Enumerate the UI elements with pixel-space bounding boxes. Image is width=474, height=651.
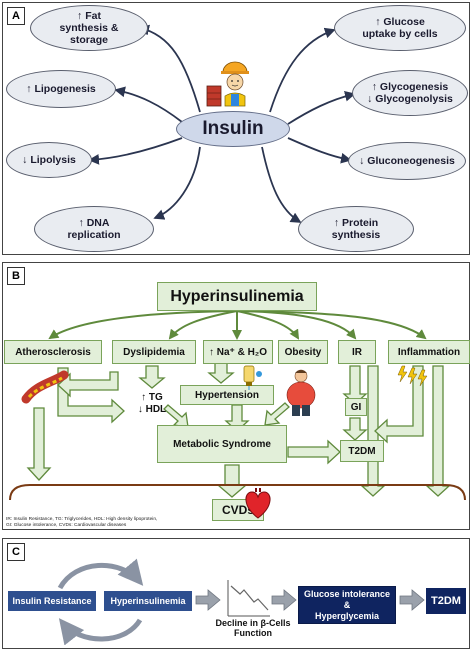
artery-icon — [21, 370, 69, 404]
abbreviations-note: IR: Insulin Resistance, TG: Triglyceride… — [6, 517, 158, 528]
fat-synthesis-node: ↑ Fat synthesis & storage — [30, 5, 148, 51]
inflammation-box: Inflammation — [388, 340, 470, 364]
obesity-box: Obesity — [278, 340, 328, 364]
t2dm-box-b: T2DM — [340, 440, 384, 462]
panel-a-label: A — [7, 7, 25, 25]
obese-man-icon — [286, 369, 316, 416]
gi-box: GI — [345, 398, 367, 416]
declining-chart-icon — [227, 580, 270, 617]
dyslipidemia-box: Dyslipidemia — [112, 340, 196, 364]
protein-synthesis-node: ↑ Protein synthesis — [298, 206, 414, 252]
tg-hdl-label: ↑ TG ↓ HDL — [137, 392, 167, 415]
atherosclerosis-box: Atherosclerosis — [4, 340, 102, 364]
panel-c-label: C — [7, 543, 25, 561]
glucose-intolerance-box: Glucose intolerance & Hyperglycemia — [298, 586, 396, 624]
dna-replication-node: ↑ DNA replication — [34, 206, 154, 252]
gluconeogenesis-node: ↓ Gluconeogenesis — [348, 142, 466, 180]
lipolysis-node: ↓ Lipolysis — [6, 142, 92, 178]
sodium-water-box: ↑ Na⁺ & H₂O — [203, 340, 273, 364]
heart-icon — [245, 488, 271, 519]
glucose-uptake-node: ↑ Glucose uptake by cells — [334, 5, 466, 51]
hyperinsulinemia-box-c: Hyperinsulinemia — [104, 591, 192, 611]
t2dm-box-c: T2DM — [426, 588, 466, 614]
beta-cell-decline-label: Decline in β-Cells Function — [215, 618, 291, 638]
lipogenesis-node: ↑ Lipogenesis — [6, 70, 116, 108]
hypertension-box: Hypertension — [180, 385, 274, 405]
panel-b-label: B — [7, 267, 25, 285]
hyperinsulinemia-box: Hyperinsulinemia — [157, 282, 317, 311]
infusion-icon — [243, 365, 262, 390]
ir-box: IR — [338, 340, 376, 364]
insulin-resistance-box: Insulin Resistance — [8, 591, 96, 611]
insulin-center-node: Insulin — [176, 111, 290, 147]
metabolic-syndrome-box: Metabolic Syndrome — [157, 425, 287, 463]
glycogenesis-node: ↑ Glycogenesis ↓ Glycogenolysis — [352, 70, 468, 116]
lightning-icon — [397, 365, 428, 387]
